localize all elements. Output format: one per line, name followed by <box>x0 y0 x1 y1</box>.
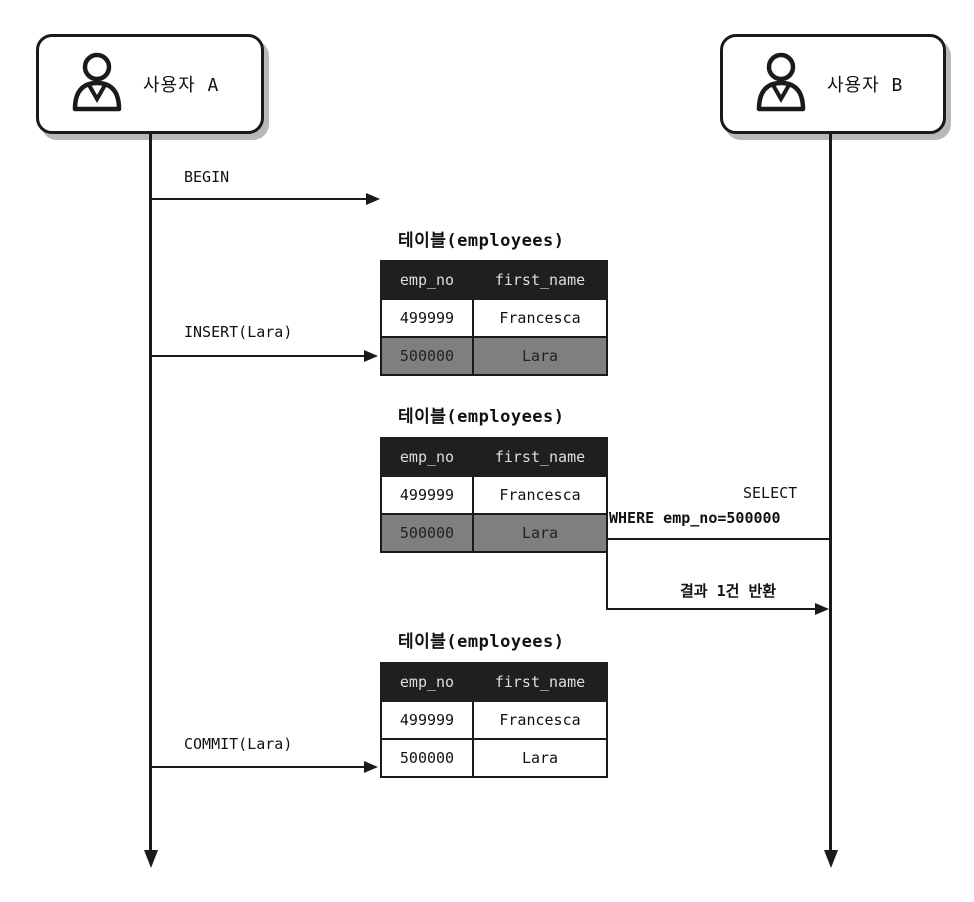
select-label-line1: SELECT <box>743 484 798 502</box>
header-first-name: first_name <box>472 260 608 300</box>
header-first-name: first_name <box>472 437 608 477</box>
cell-emp-no: 500000 <box>380 513 474 553</box>
table-2: emp_no first_name 499999 Francesca 50000… <box>380 437 608 553</box>
commit-arrowhead <box>364 761 378 773</box>
insert-arrow-line <box>151 355 367 357</box>
user-icon <box>756 52 806 112</box>
table-row: 499999 Francesca <box>380 298 608 338</box>
lifeline-a <box>149 134 152 850</box>
select-line <box>606 538 830 540</box>
table-header-row: emp_no first_name <box>380 437 608 477</box>
actor-b-box: 사용자 B <box>720 34 946 134</box>
table-1: emp_no first_name 499999 Francesca 50000… <box>380 260 608 376</box>
result-arrow-line <box>606 608 816 610</box>
cell-first-name: Francesca <box>472 700 608 740</box>
header-emp-no: emp_no <box>380 662 474 702</box>
cell-first-name: Lara <box>472 336 608 376</box>
commit-label: COMMIT(Lara) <box>184 735 293 753</box>
cell-emp-no: 499999 <box>380 298 474 338</box>
actor-a-box: 사용자 A <box>36 34 264 134</box>
commit-arrow-line <box>151 766 367 768</box>
begin-label: BEGIN <box>184 168 230 186</box>
cell-emp-no: 500000 <box>380 738 474 778</box>
insert-arrowhead <box>364 350 378 362</box>
cell-first-name: Francesca <box>472 298 608 338</box>
select-label-line2: WHERE emp_no=500000 <box>609 509 781 527</box>
header-first-name: first_name <box>472 662 608 702</box>
table-header-row: emp_no first_name <box>380 662 608 702</box>
cell-emp-no: 500000 <box>380 336 474 376</box>
user-icon <box>72 52 122 112</box>
cell-first-name: Lara <box>472 513 608 553</box>
begin-arrowhead <box>366 193 380 205</box>
header-emp-no: emp_no <box>380 437 474 477</box>
begin-arrow-line <box>151 198 369 200</box>
table-row-highlighted: 500000 Lara <box>380 513 608 553</box>
result-arrowhead <box>815 603 829 615</box>
table-row: 500000 Lara <box>380 738 608 778</box>
table-3: emp_no first_name 499999 Francesca 50000… <box>380 662 608 778</box>
actor-a-label: 사용자 A <box>143 75 220 96</box>
table-1-caption: 테이블(employees) <box>398 231 565 251</box>
lifeline-b-arrowhead <box>824 850 838 868</box>
actor-b-label: 사용자 B <box>827 75 904 96</box>
lifeline-a-arrowhead <box>144 850 158 868</box>
table-row: 499999 Francesca <box>380 475 608 515</box>
table-3-caption: 테이블(employees) <box>398 632 565 652</box>
table-row-highlighted: 500000 Lara <box>380 336 608 376</box>
lifeline-b <box>829 134 832 850</box>
table-row: 499999 Francesca <box>380 700 608 740</box>
insert-label: INSERT(Lara) <box>184 323 293 341</box>
table-2-caption: 테이블(employees) <box>398 407 565 427</box>
cell-emp-no: 499999 <box>380 475 474 515</box>
header-emp-no: emp_no <box>380 260 474 300</box>
cell-emp-no: 499999 <box>380 700 474 740</box>
cell-first-name: Francesca <box>472 475 608 515</box>
result-label: 결과 1건 반환 <box>680 582 777 600</box>
cell-first-name: Lara <box>472 738 608 778</box>
select-connector-vertical <box>606 538 608 610</box>
table-header-row: emp_no first_name <box>380 260 608 300</box>
